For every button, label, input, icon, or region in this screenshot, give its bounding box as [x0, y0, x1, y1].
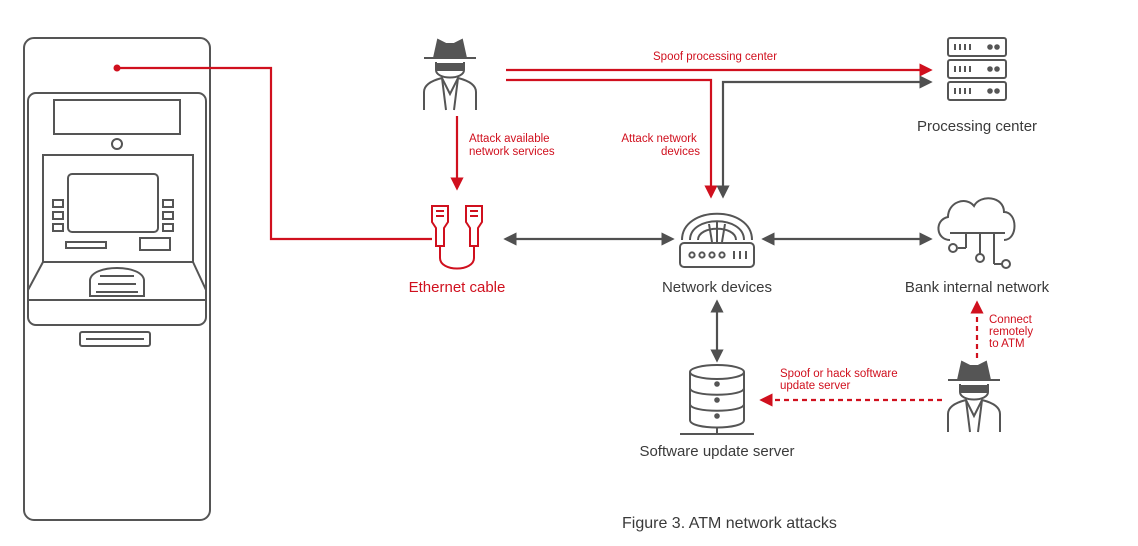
- edge-spoof-update-server: Spoof or hack software update server: [759, 368, 942, 407]
- node-label-processing-center: Processing center: [917, 118, 1037, 135]
- node-label-software-update-server: Software update server: [639, 443, 794, 460]
- edge-label-spoof-update-2: update server: [780, 380, 850, 392]
- edge-label-connect-remotely-1: Connect: [989, 314, 1033, 326]
- edge-label-spoof-update-1: Spoof or hack software: [780, 368, 898, 380]
- edge-label-connect-remotely-2: remotely: [989, 326, 1033, 338]
- node-label-network-devices: Network devices: [662, 279, 772, 296]
- server-rack-icon: [947, 37, 1007, 101]
- edge-spoof-processing-center: Spoof processing center: [506, 51, 933, 77]
- edge-connect-remotely: Connect remotely to ATM: [970, 300, 1036, 358]
- edge-label-attack-network-devices-2: devices: [661, 146, 700, 158]
- node-label-ethernet-cable: Ethernet cable: [409, 279, 506, 296]
- atm-ethernet-link: [113, 64, 432, 241]
- edge-processing-center-network: [716, 75, 933, 199]
- edge-label-spoof-processing-center: Spoof processing center: [653, 51, 777, 63]
- edge-label-attack-services-2: network services: [469, 146, 555, 158]
- node-label-bank-internal-network: Bank internal network: [905, 279, 1050, 296]
- hacker-icon: [423, 38, 477, 111]
- edge-label-attack-network-devices-1: Attack network: [621, 133, 697, 145]
- svg-text:Spoof or hack software u: Spoof or hack software update server: [780, 368, 901, 392]
- database-server-icon: [680, 364, 754, 435]
- figure-caption: Figure 3. ATM network attacks: [622, 515, 837, 532]
- cloud-network-icon: [937, 197, 1016, 269]
- edge-attack-network-devices: Attack network devices: [506, 78, 718, 199]
- edge-attack-network-services: Attack available network services: [450, 116, 555, 191]
- atm-machine-icon: [23, 37, 211, 521]
- router-icon: [679, 212, 755, 268]
- svg-text:Connect remotely t: Connect remotely to ATM: [989, 314, 1036, 350]
- hacker-icon: [947, 360, 1001, 433]
- svg-text:Attack available network: Attack available network services: [469, 133, 555, 158]
- edge-label-attack-services-1: Attack available: [469, 133, 550, 145]
- ethernet-cable-icon: [431, 205, 483, 270]
- edge-label-connect-remotely-3: to ATM: [989, 338, 1025, 350]
- svg-text:Attack network devices: Attack network devices: [621, 133, 700, 158]
